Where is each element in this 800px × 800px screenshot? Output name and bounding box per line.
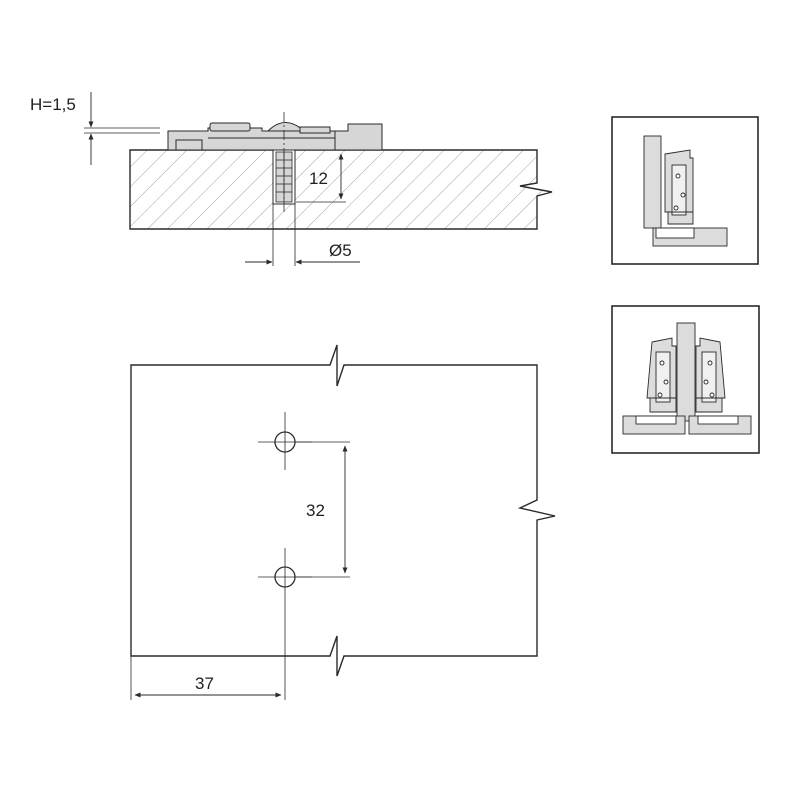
thumbnail-hinge-pair xyxy=(611,305,760,454)
dowel-plug xyxy=(275,151,293,203)
panel-plan xyxy=(130,344,556,677)
thumbnail-mounted-hinge xyxy=(611,116,759,265)
plan-view: 32 37 xyxy=(130,344,556,700)
hinge-pair-front-icon xyxy=(622,322,752,435)
mounting-plate xyxy=(167,122,383,151)
depth-label: 12 xyxy=(309,169,328,188)
side-section-view: H=1,5 12 Ø5 xyxy=(30,92,553,266)
height-label: H=1,5 xyxy=(30,95,76,114)
edge-distance-label: 37 xyxy=(195,674,214,693)
hinge-mounted-side-icon xyxy=(643,135,728,247)
spacing-label: 32 xyxy=(306,501,325,520)
diameter-label: Ø5 xyxy=(329,241,352,260)
